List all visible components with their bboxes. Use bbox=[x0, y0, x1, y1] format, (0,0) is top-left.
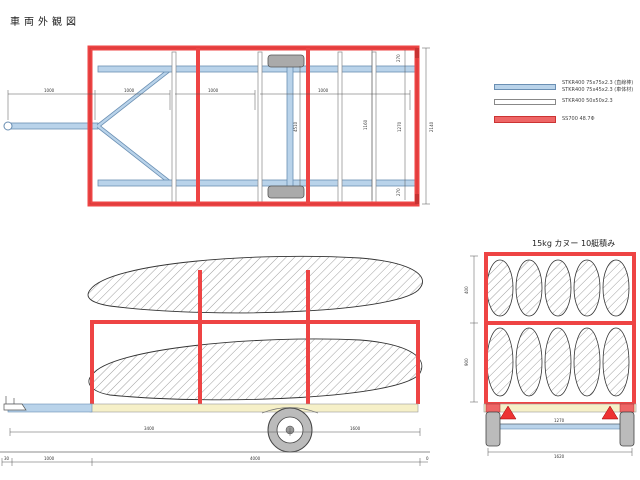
canoe-caption: 15kg カヌー 10艇積み bbox=[532, 239, 616, 248]
rear-canoe bbox=[573, 327, 601, 397]
dim-side-rear: 1600 bbox=[350, 426, 361, 431]
dim-rear-inner: 1270 bbox=[554, 418, 565, 423]
legend-swatch-white bbox=[494, 99, 556, 105]
side-canoe-upper bbox=[87, 255, 423, 314]
plan-cross-3 bbox=[337, 51, 343, 203]
legend-swatch-red bbox=[494, 116, 556, 123]
dim-plan-a-frame: 1000 bbox=[124, 88, 135, 93]
rear-deck bbox=[483, 403, 637, 413]
dim-rear-total: 1620 bbox=[554, 454, 565, 459]
rear-canoe bbox=[515, 259, 543, 317]
dim-plan-w-mid: 1160 bbox=[363, 119, 368, 130]
rear-canoe bbox=[602, 259, 630, 317]
legend-label: SS700 48.7Φ bbox=[562, 116, 595, 122]
legend-label: STKR400 50x50x2.3 bbox=[562, 98, 613, 104]
dim-side-total: 4000 bbox=[250, 456, 261, 461]
rear-reflector-left bbox=[499, 405, 517, 420]
plan-wheel-top bbox=[267, 54, 305, 68]
dim-side-end: 0 bbox=[426, 456, 429, 461]
dim-plan-w-bot: 270 bbox=[396, 188, 401, 196]
dim-side-tongue: 1000 bbox=[44, 456, 55, 461]
rear-canoe bbox=[573, 259, 601, 317]
side-dimension-lines bbox=[1, 428, 428, 466]
rear-axle bbox=[495, 423, 625, 430]
rear-view: 400 900 1270 1620 bbox=[464, 252, 637, 459]
dim-rear-top: 400 bbox=[464, 286, 469, 294]
dim-plan-rear: 1000 bbox=[318, 88, 329, 93]
rear-lamp-right bbox=[619, 403, 635, 413]
dim-rear-bottom: 900 bbox=[464, 358, 469, 366]
rear-canoe bbox=[544, 327, 572, 397]
dim-plan-tongue: 1000 bbox=[44, 88, 55, 93]
plan-dimension-lines bbox=[7, 47, 430, 205]
rear-canoes-bottom bbox=[486, 327, 630, 397]
rear-wheel-right bbox=[619, 411, 635, 447]
rear-wheel-left bbox=[485, 411, 501, 447]
legend-label: STKR400 75x45x2.3 (車体材) bbox=[562, 87, 634, 93]
plan-cross-2 bbox=[257, 51, 263, 203]
legend-swatch-blue bbox=[494, 84, 556, 90]
dim-plan-w-inner: 1270 bbox=[397, 121, 402, 132]
rear-dimension-lines bbox=[470, 255, 633, 456]
rear-canoe bbox=[544, 259, 572, 317]
plan-view: 1000 1000 1000 1000 270 1160 1270 270 45… bbox=[3, 45, 434, 207]
dim-plan-w-top: 270 bbox=[396, 54, 401, 62]
dim-plan-w-axle: 4510 bbox=[293, 121, 298, 132]
hitch-ring bbox=[3, 121, 13, 131]
rear-canoe bbox=[515, 327, 543, 397]
side-deck-yellow bbox=[89, 403, 419, 413]
dim-plan-mid: 1000 bbox=[208, 88, 219, 93]
rear-lamp-left bbox=[485, 403, 501, 413]
rear-canoes-top bbox=[486, 259, 630, 317]
dim-plan-w-total: 2140 bbox=[429, 121, 434, 132]
page-title: 車両外観図 bbox=[10, 17, 80, 28]
plan-wheel-bottom bbox=[267, 185, 305, 199]
side-canoe-lower bbox=[88, 338, 423, 401]
plan-tongue bbox=[7, 122, 99, 130]
legend-label: STKR400 75x75x2.3 (直線棒) bbox=[562, 80, 634, 86]
rear-canoe bbox=[602, 327, 630, 397]
plan-cross-1 bbox=[171, 51, 177, 203]
side-view: 3400 1600 30 1000 4000 0 bbox=[0, 255, 430, 466]
side-hitch bbox=[3, 403, 27, 411]
rear-canoe bbox=[486, 327, 514, 397]
rear-reflector-right bbox=[601, 405, 619, 420]
plan-cross-4 bbox=[371, 51, 377, 203]
dim-side-front: 3400 bbox=[144, 426, 155, 431]
rear-canoe bbox=[486, 259, 514, 317]
dim-side-hitch: 30 bbox=[4, 456, 10, 461]
